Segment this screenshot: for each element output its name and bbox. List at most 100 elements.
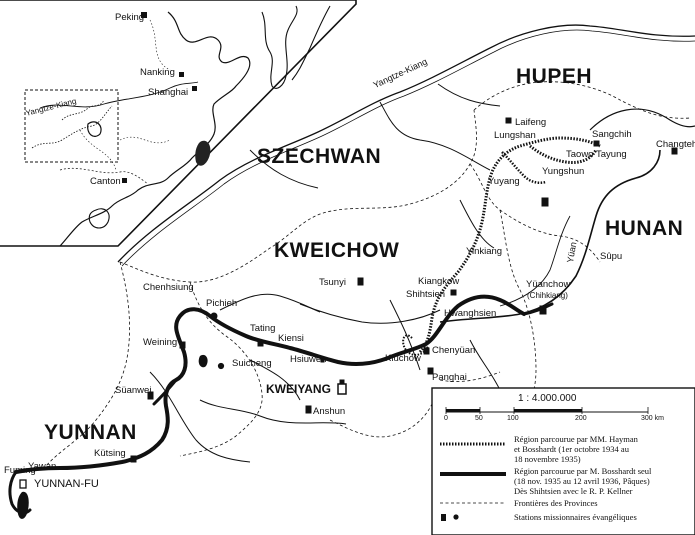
station-kweiyang bbox=[337, 379, 347, 395]
inset-map bbox=[0, 0, 357, 247]
canton-marker bbox=[122, 178, 127, 183]
mission-stations bbox=[19, 117, 678, 489]
station-tsunyi bbox=[357, 277, 364, 286]
label-weining: Weining bbox=[143, 337, 178, 348]
inset-coastline bbox=[59, 11, 251, 247]
label-tsunyi: Tsunyi bbox=[319, 277, 346, 288]
station-changteh bbox=[671, 147, 678, 155]
legend-stations: Stations missionnaires évangéliques bbox=[514, 512, 637, 522]
station-pichieh bbox=[210, 312, 218, 320]
peking-marker bbox=[141, 12, 147, 18]
nanking-marker bbox=[179, 72, 184, 77]
inset-hainan bbox=[88, 208, 110, 229]
yangtze-river bbox=[117, 24, 695, 267]
province-frontiers bbox=[45, 81, 691, 467]
station-suanwei bbox=[147, 391, 154, 400]
label-anshun: Anshun bbox=[313, 406, 346, 417]
station-yuanchow bbox=[539, 305, 547, 315]
label-shanghai: Shanghai bbox=[148, 87, 189, 98]
station-yunnanfu bbox=[19, 479, 27, 489]
station-anshun bbox=[305, 405, 312, 414]
station-laifeng bbox=[505, 117, 512, 124]
legend-scale-tick-300: 300 km bbox=[641, 415, 664, 422]
legend-scale-tick-50: 50 bbox=[475, 415, 483, 422]
label-chenyuan: Chenyüan bbox=[432, 345, 476, 356]
label-sangchih: Sangchih bbox=[592, 129, 632, 140]
yunnanfu-lake bbox=[17, 491, 29, 519]
inset-region-route bbox=[87, 121, 102, 137]
province-kweichow: KWEICHOW bbox=[274, 239, 400, 262]
label-yawan: Yawan bbox=[28, 461, 57, 472]
label-tating: Tating bbox=[250, 323, 276, 334]
label-panghai: Panghai bbox=[432, 372, 467, 383]
legend-route2-line2: (18 nov. 1935 au 12 avril 1936, Pâques) bbox=[514, 476, 650, 486]
province-szechwan: SZECHWAN bbox=[257, 145, 382, 168]
province-hunan: HUNAN bbox=[605, 217, 684, 240]
label-kweiyang: KWEIYANG bbox=[266, 382, 331, 396]
yuan-river bbox=[439, 149, 661, 323]
label-yinkiang: Yinkiang bbox=[466, 246, 503, 257]
label-kiangkow: Kiangkow bbox=[418, 276, 460, 287]
inset-region-detail bbox=[31, 99, 113, 149]
label-laifeng: Laifeng bbox=[515, 117, 547, 128]
legend-frontiers: Frontières des Provinces bbox=[514, 498, 598, 508]
legend-scale-tick-100: 100 bbox=[507, 415, 519, 422]
legend-scale-tick-0: 0 bbox=[444, 415, 448, 422]
label-kiuchow: Kiuchow bbox=[385, 353, 421, 364]
label-kutsing: Kütsing bbox=[94, 448, 126, 459]
province-yunnan: YUNNAN bbox=[44, 421, 137, 444]
legend-scale-tick-200: 200 bbox=[575, 415, 587, 422]
legend-box bbox=[431, 387, 695, 535]
label-lungshan: Lungshan bbox=[494, 130, 536, 141]
label-peking: Peking bbox=[115, 12, 145, 23]
label-changteh: Changteh bbox=[656, 139, 695, 150]
legend-route1-line2: et Bosshardt (1er octobre 1934 au bbox=[514, 444, 629, 454]
secondary-rivers bbox=[149, 83, 501, 463]
label-hwanghsien: Hwanghsien bbox=[444, 308, 497, 319]
route-hayman-bosshardt bbox=[402, 136, 601, 356]
shanghai-marker bbox=[192, 86, 197, 91]
label-kiensi: Kiensi bbox=[278, 333, 304, 344]
station-hsiuwen bbox=[320, 357, 325, 363]
label-chihkiang: (Chihkiang) bbox=[527, 291, 568, 300]
station-yungshun bbox=[541, 197, 549, 207]
legend-route1-line1: Région parcourue par MM. Hayman bbox=[514, 434, 638, 444]
legend-route2-line3: Dès Shihtsien avec le R. P. Kellner bbox=[514, 486, 633, 496]
label-nanking: Nanking bbox=[140, 67, 175, 78]
inset-boundaries bbox=[79, 19, 171, 171]
label-yunnanfu: YUNNAN-FU bbox=[34, 478, 99, 490]
label-suicheng: Suicheng bbox=[232, 358, 272, 369]
station-weining bbox=[179, 341, 186, 349]
inset-border bbox=[0, 0, 357, 247]
inset-korea bbox=[261, 5, 298, 89]
label-canton: Canton bbox=[90, 176, 121, 187]
label-supu: Sûpu bbox=[600, 251, 623, 262]
province-hupeh: HUPEH bbox=[516, 65, 593, 88]
lake-marker bbox=[198, 354, 208, 368]
label-suanwei: Süanwei bbox=[115, 385, 152, 396]
label-fuming: Fuming bbox=[4, 465, 36, 476]
label-chenhsiung: Chenhsiung bbox=[143, 282, 194, 293]
label-shihtsien: Shihtsien bbox=[406, 289, 446, 300]
inset-japan bbox=[291, 5, 331, 81]
label-pichieh: Pichieh bbox=[206, 298, 238, 309]
inset-river-south bbox=[59, 167, 149, 185]
label-yungshun: Yungshun bbox=[542, 166, 585, 177]
inset-taiwan bbox=[195, 140, 211, 166]
legend-route1-line3: 18 novembre 1935) bbox=[514, 454, 581, 464]
label-yuyang: Yuyang bbox=[488, 176, 520, 187]
label-tayung: Tayung bbox=[596, 149, 627, 160]
station-chenyuan bbox=[423, 347, 430, 355]
station-kutsing bbox=[130, 455, 137, 463]
route-bosshardt bbox=[8, 294, 554, 515]
station-suicheng bbox=[217, 362, 225, 370]
legend-route2-line1: Région parcourue par M. Bosshardt seul bbox=[514, 466, 652, 476]
legend-scale-title: 1 : 4.000.000 bbox=[518, 393, 577, 404]
label-taowo: Taowo bbox=[566, 149, 594, 160]
label-yuanchow: Yüanchow bbox=[526, 279, 571, 290]
station-sangchih bbox=[593, 140, 600, 147]
inset-region-box bbox=[24, 89, 119, 163]
label-hsiuwen: Hsiuwen bbox=[290, 354, 327, 365]
station-kiangkow bbox=[450, 289, 457, 296]
